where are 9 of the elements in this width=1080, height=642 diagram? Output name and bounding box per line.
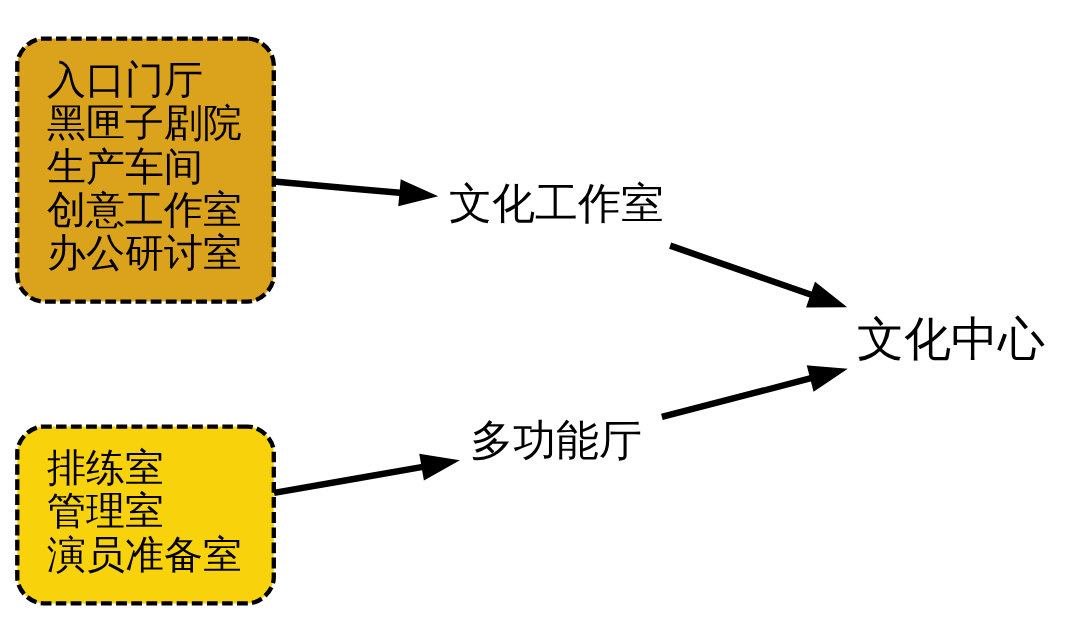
node-text: 文化工作室: [448, 177, 664, 228]
node-box: 入口门厅 黑匣子剧院 生产车间 创意工作室 办公研讨室: [15, 36, 276, 304]
node-box: 排练室 管理室 演员准备室: [15, 424, 276, 606]
arrow: [273, 453, 460, 497]
node-text: 文化中心: [856, 312, 1045, 365]
arrow: [669, 242, 848, 308]
node-text: 多功能厅: [470, 414, 643, 465]
arrow: [661, 365, 848, 421]
arrow: [273, 178, 439, 207]
